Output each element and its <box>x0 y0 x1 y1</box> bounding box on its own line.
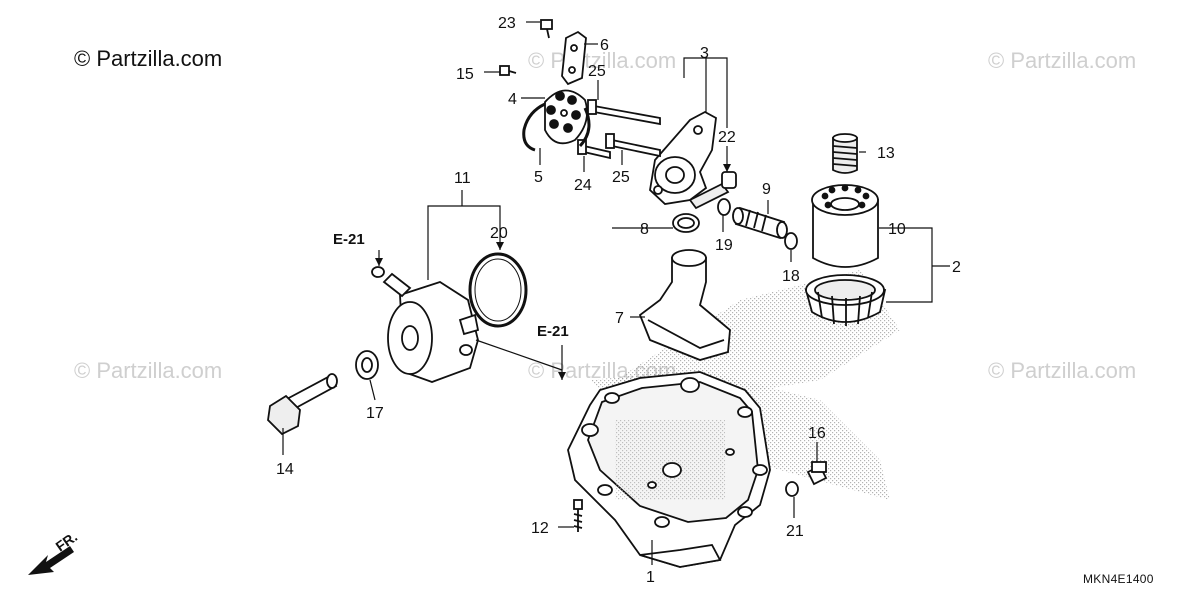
oil-pan <box>567 371 771 568</box>
watermark-mid-right: © Partzilla.com <box>988 358 1137 383</box>
callout-17: 17 <box>366 405 384 422</box>
seals-and-pipe <box>672 198 798 250</box>
callout-23: 23 <box>498 15 516 32</box>
copyright-main: © Partzilla.com <box>74 46 223 71</box>
callout-2: 2 <box>952 259 961 276</box>
callout-25-top: 25 <box>588 63 606 80</box>
callout-22: 22 <box>718 129 736 146</box>
callout-11: 11 <box>454 170 471 187</box>
leader-lines <box>282 21 950 565</box>
callout-20: 20 <box>490 225 508 242</box>
callout-13: 13 <box>877 145 895 162</box>
callout-4: 4 <box>508 91 517 108</box>
callout-9: 9 <box>762 181 771 198</box>
callout-16: 16 <box>808 425 826 442</box>
front-direction-label: FR. <box>53 528 81 554</box>
callout-14: 14 <box>276 461 294 478</box>
leader-arrowheads <box>375 164 731 380</box>
oil-strainer <box>638 249 731 361</box>
callout-7: 7 <box>615 310 624 327</box>
callout-6: 6 <box>600 37 609 54</box>
callout-25-bottom: 25 <box>612 169 630 186</box>
oil-cooler <box>267 252 528 436</box>
watermark-top-right: © Partzilla.com <box>988 48 1137 73</box>
reference-e21-right: E-21 <box>537 323 569 340</box>
reference-e21-left: E-21 <box>333 231 365 248</box>
callout-1: 1 <box>646 569 655 586</box>
callout-5: 5 <box>534 169 543 186</box>
callout-24: 24 <box>574 177 592 194</box>
section-references: E-21 E-21 <box>333 231 569 340</box>
watermark-top-center: © Partzilla.com <box>528 48 677 73</box>
callout-3: 3 <box>700 45 709 62</box>
callout-15: 15 <box>456 66 474 83</box>
oil-filter-assembly <box>804 133 887 326</box>
callout-21: 21 <box>786 523 804 540</box>
watermark-mid-left: © Partzilla.com <box>74 358 223 383</box>
oil-pump-assembly <box>499 19 737 210</box>
callout-10: 10 <box>888 221 906 238</box>
callout-19: 19 <box>715 237 733 254</box>
callouts: 1 2 3 4 5 6 7 8 9 10 11 12 13 14 15 16 1… <box>276 15 961 586</box>
front-direction-arrow: FR. <box>28 528 80 575</box>
diagram-code: MKN4E1400 <box>1083 572 1154 586</box>
callout-12: 12 <box>531 520 549 537</box>
callout-8: 8 <box>640 221 649 238</box>
drain-bolt <box>573 461 828 532</box>
callout-18: 18 <box>782 268 800 285</box>
